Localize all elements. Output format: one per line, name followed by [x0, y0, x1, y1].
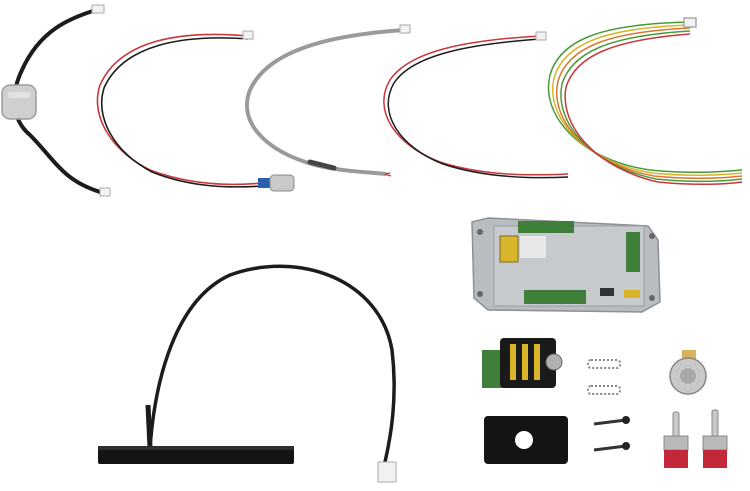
- cable-with-ferrite-icon: [1, 4, 111, 197]
- toggle-switch-icon: [663, 409, 728, 468]
- gray-cable-icon: [244, 24, 411, 177]
- electronics-module-icon: [471, 217, 661, 313]
- jack-plate-icon: [484, 416, 568, 464]
- output-jack-board-icon: [482, 338, 563, 388]
- red-black-wire-icon: [383, 31, 569, 179]
- potentiometer-icon: [669, 350, 707, 395]
- springs-icon: [587, 359, 621, 395]
- red-black-wire-with-jack-icon: [96, 30, 295, 192]
- screws-icon: [593, 416, 630, 452]
- multicolor-wire-bundle-icon: [547, 17, 743, 186]
- pickup-bar-with-cable-icon: [98, 264, 397, 483]
